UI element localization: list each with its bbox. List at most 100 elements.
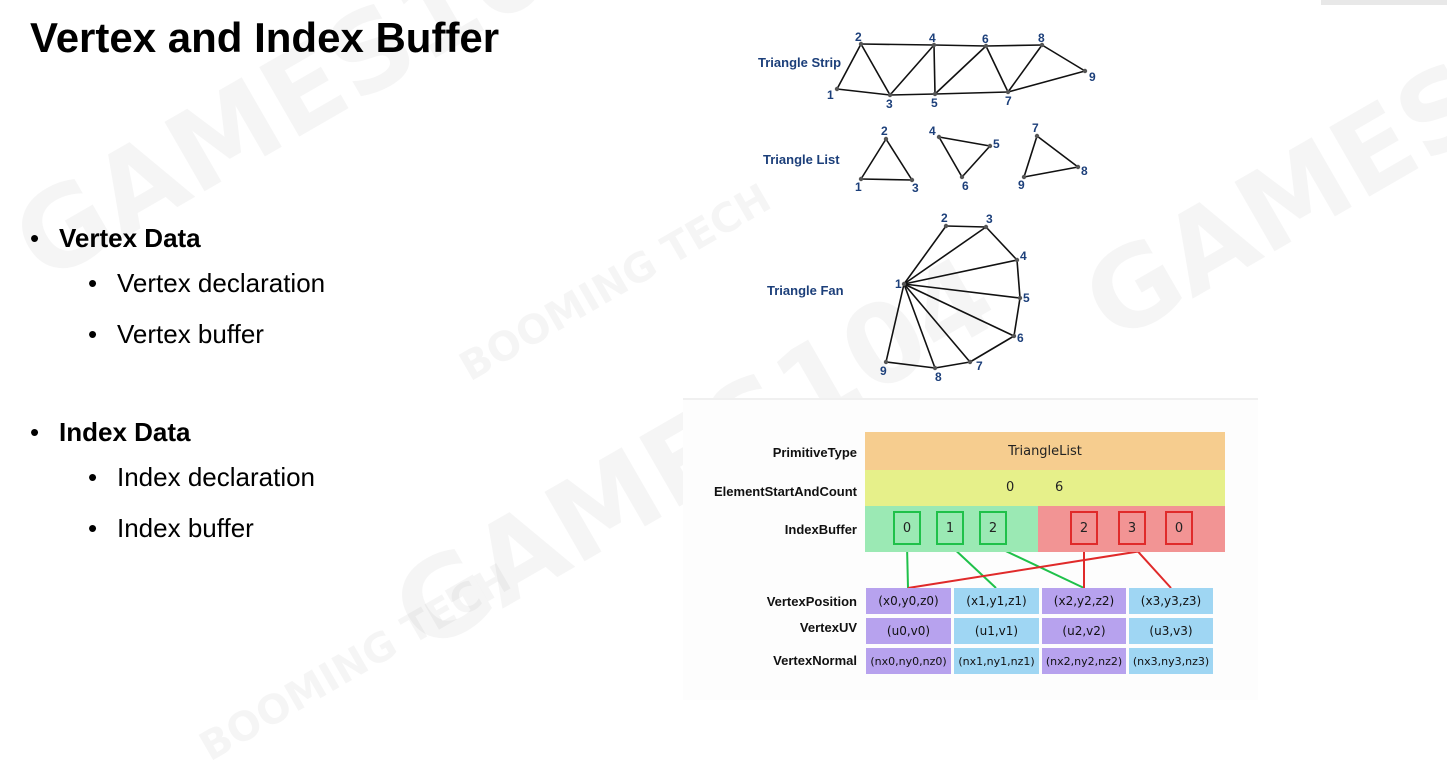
bullet-heading: Index Data xyxy=(59,416,191,447)
index-cell-green: 0 xyxy=(893,511,921,545)
strip-edge xyxy=(933,44,936,95)
bullet-dot: • xyxy=(88,319,98,349)
index-cell-green: 1 xyxy=(936,511,964,545)
fan-spoke xyxy=(903,259,1018,285)
fan-vertex xyxy=(1014,257,1020,263)
strip-vertex xyxy=(1039,42,1045,48)
fan-vertex xyxy=(901,281,907,287)
fan-vertex-number: 1 xyxy=(895,277,902,291)
strip-vertex xyxy=(932,91,938,97)
vertex-uv-cell: (u2,v2) xyxy=(1042,618,1126,644)
fan-vertex-number: 5 xyxy=(1023,291,1030,305)
vertex-position-cell: (x1,y1,z1) xyxy=(954,588,1039,614)
list-edge xyxy=(1023,166,1079,178)
fan-spoke xyxy=(885,283,905,363)
strip-edge xyxy=(934,91,1009,95)
label-vertex-normal: VertexNormal xyxy=(773,653,857,668)
watermark-booming: BOOMING TECH xyxy=(192,555,519,770)
strip-vertex-number: 3 xyxy=(886,97,893,111)
fan-vertex-number: 3 xyxy=(986,212,993,226)
watermark-games104: GAMES104 xyxy=(1063,0,1447,367)
bullet-vertex-declaration: • Vertex declaration xyxy=(30,258,325,309)
bullet-index-declaration: • Index declaration xyxy=(30,452,325,503)
fan-vertex xyxy=(1017,295,1023,301)
fan-vertex xyxy=(1011,333,1017,339)
strip-vertex-number: 1 xyxy=(827,88,834,102)
list-edge xyxy=(885,138,913,181)
bullet-text: Index declaration xyxy=(117,462,316,492)
fan-rim xyxy=(969,335,1015,363)
fan-spoke xyxy=(903,283,971,363)
fan-spoke xyxy=(903,226,987,285)
vertex-normal-cell: (nx1,ny1,nz1) xyxy=(954,648,1039,674)
bullet-vertex-buffer: • Vertex buffer xyxy=(30,309,325,360)
bullet-dot: • xyxy=(88,268,98,298)
fan-spoke xyxy=(903,283,1021,299)
strip-edge xyxy=(985,44,1043,47)
fan-spoke xyxy=(903,283,936,369)
list-vertex xyxy=(959,174,965,180)
index-link xyxy=(907,544,1180,589)
index-link xyxy=(949,544,997,589)
primitive-type-band: TriangleList xyxy=(865,432,1225,470)
index-to-vertex-links xyxy=(906,544,1180,589)
fan-vertex-number: 7 xyxy=(976,359,983,373)
label-triangle-list: Triangle List xyxy=(763,152,840,167)
fan-vertex-number: 6 xyxy=(1017,331,1024,345)
list-vertex xyxy=(987,143,993,149)
list-vertex-number: 5 xyxy=(993,137,1000,151)
strip-vertex-number: 6 xyxy=(982,32,989,46)
watermark-booming: BOOMING TECH xyxy=(452,175,779,390)
list-vertex-number: 8 xyxy=(1081,164,1088,178)
strip-vertex-number: 4 xyxy=(929,31,936,45)
index-cell-red: 0 xyxy=(1165,511,1193,545)
list-vertex-number: 2 xyxy=(881,124,888,138)
bullet-dot: • xyxy=(88,513,98,543)
vertex-uv-cell: (u0,v0) xyxy=(866,618,951,644)
list-vertex xyxy=(909,177,915,183)
vertex-uv-cell: (u3,v3) xyxy=(1129,618,1213,644)
list-edge xyxy=(961,145,991,178)
strip-edge xyxy=(889,93,936,96)
strip-edge xyxy=(836,43,862,90)
list-vertex xyxy=(858,176,864,182)
strip-edge xyxy=(934,45,987,95)
strip-vertex xyxy=(931,42,937,48)
strip-vertex xyxy=(1005,89,1011,95)
list-vertex xyxy=(936,134,942,140)
fan-vertex xyxy=(932,365,938,371)
fan-vertex-number: 2 xyxy=(941,211,948,225)
index-cell-green: 2 xyxy=(979,511,1007,545)
strip-vertex-number: 9 xyxy=(1089,70,1096,84)
vertex-normal-cell: (nx3,ny3,nz3) xyxy=(1129,648,1213,674)
label-triangle-strip: Triangle Strip xyxy=(758,55,842,70)
bullet-list: • Vertex Data • Vertex declaration • Ver… xyxy=(30,218,325,554)
vertex-normal-cell: (nx2,ny2,nz2) xyxy=(1042,648,1126,674)
element-start-value: 0 xyxy=(1006,480,1015,495)
bullet-text: Vertex declaration xyxy=(117,268,326,298)
label-vertex-uv: VertexUV xyxy=(799,620,857,635)
fan-rim xyxy=(1016,259,1021,299)
strip-vertex-number: 7 xyxy=(1005,94,1012,108)
strip-edge xyxy=(889,44,935,96)
strip-edge xyxy=(860,43,891,96)
fan-spoke xyxy=(903,283,1015,337)
list-vertex-number: 6 xyxy=(962,179,969,193)
list-edge xyxy=(1023,135,1038,178)
fan-vertex xyxy=(967,359,973,365)
fan-rim xyxy=(1013,297,1021,337)
list-vertex xyxy=(1034,133,1040,139)
fan-rim xyxy=(934,361,971,369)
strip-edge xyxy=(836,88,891,96)
fan-vertex xyxy=(883,359,889,365)
buffer-table: PrimitiveType ElementStartAndCount Index… xyxy=(683,398,1258,700)
bullet-index-buffer: • Index buffer xyxy=(30,503,325,554)
list-edge xyxy=(938,136,991,147)
strip-vertex xyxy=(1082,68,1088,74)
bullet-text: Vertex buffer xyxy=(117,319,264,349)
bullet-vertex-data: • Vertex Data xyxy=(30,218,325,258)
page-title: Vertex and Index Buffer xyxy=(30,14,500,61)
vertex-uv-cell: (u1,v1) xyxy=(954,618,1039,644)
list-vertex-number: 1 xyxy=(855,180,862,194)
